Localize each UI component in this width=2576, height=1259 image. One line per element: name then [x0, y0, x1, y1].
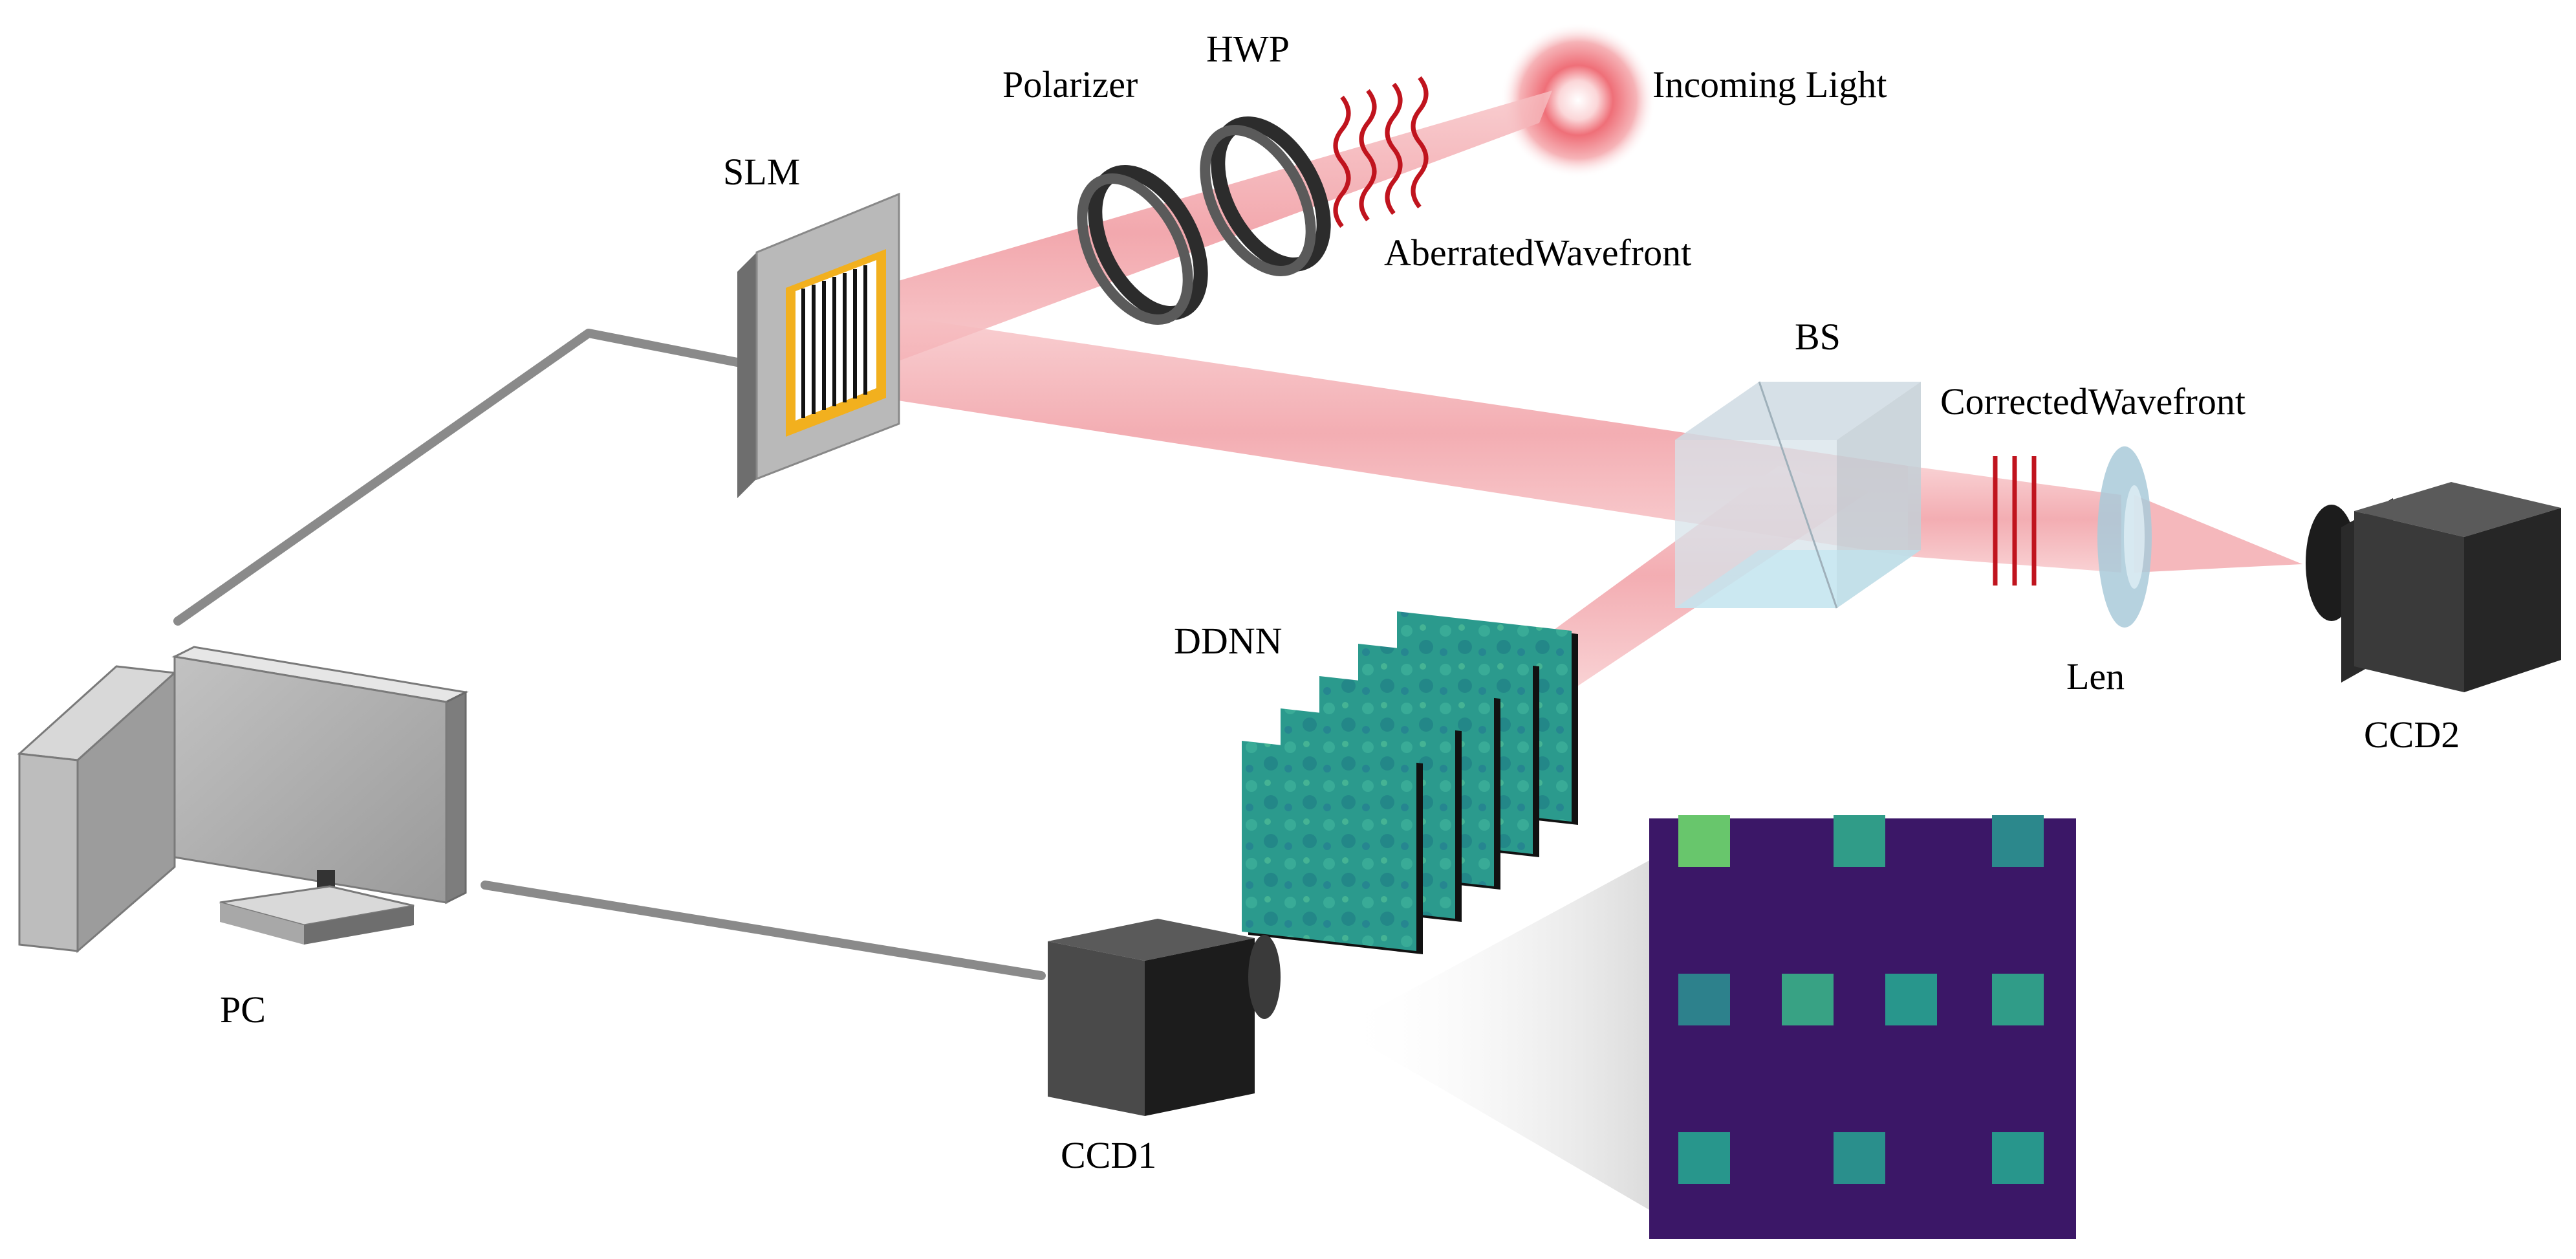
detector-square — [1992, 815, 2044, 867]
output-intensity-panel — [1649, 815, 2076, 1239]
ccd1-camera — [1048, 919, 1281, 1116]
ccd2-camera — [2306, 482, 2561, 692]
label-pc: PC — [220, 989, 266, 1031]
label-corrected-wavefront: CorrectedWavefront — [1940, 380, 2246, 422]
slm — [737, 192, 900, 498]
label-ccd2: CCD2 — [2364, 714, 2460, 756]
label-polarizer: Polarizer — [1002, 63, 1138, 105]
label-len: Len — [2066, 655, 2125, 697]
light-source-glow — [1500, 23, 1656, 178]
detector-square — [1834, 1132, 1885, 1184]
beam-splitter — [1675, 381, 1921, 609]
slm-grating-icon — [801, 265, 867, 418]
label-ddnn: DDNN — [1174, 620, 1283, 662]
ddnn-layers — [1242, 611, 1578, 954]
cables — [173, 329, 1046, 980]
aberrated-wavefront-icon — [1333, 76, 1429, 228]
ddnn-layer — [1242, 741, 1423, 954]
slm-cable — [173, 329, 742, 626]
pc-tower — [17, 665, 177, 954]
output-projection-cone — [1339, 860, 1649, 1210]
label-ccd1: CCD1 — [1061, 1134, 1156, 1176]
slm-to-bs-beam — [860, 311, 1908, 556]
label-bs: BS — [1795, 316, 1841, 358]
detector-square — [1992, 1132, 2044, 1184]
label-incoming-light: Incoming Light — [1652, 63, 1887, 105]
detector-square — [1885, 974, 1937, 1025]
detector-square — [1678, 1132, 1730, 1184]
output-detector-squares — [1678, 815, 2044, 1184]
labels: Polarizer HWP Incoming Light SLM Aberrat… — [220, 28, 2460, 1176]
detector-square — [1678, 815, 1730, 867]
detector-square — [1834, 815, 1885, 867]
lens-to-ccd2-cone — [2134, 495, 2302, 573]
label-hwp: HWP — [1206, 28, 1290, 70]
detector-square — [1992, 974, 2044, 1025]
detector-square — [1678, 974, 1730, 1025]
lens — [2097, 446, 2152, 628]
light-source — [1500, 23, 1656, 178]
polarizer — [1077, 165, 1208, 325]
pc-monitor — [171, 646, 469, 945]
pc-computer — [17, 646, 469, 954]
label-aberrated-wavefront: AberratedWavefront — [1384, 232, 1691, 274]
detector-square — [1782, 974, 1834, 1025]
label-slm: SLM — [723, 151, 800, 193]
half-wave-plate — [1200, 116, 1331, 276]
ccd1-cable — [481, 881, 1046, 980]
corrected-wavefront-icon — [1993, 456, 2037, 586]
